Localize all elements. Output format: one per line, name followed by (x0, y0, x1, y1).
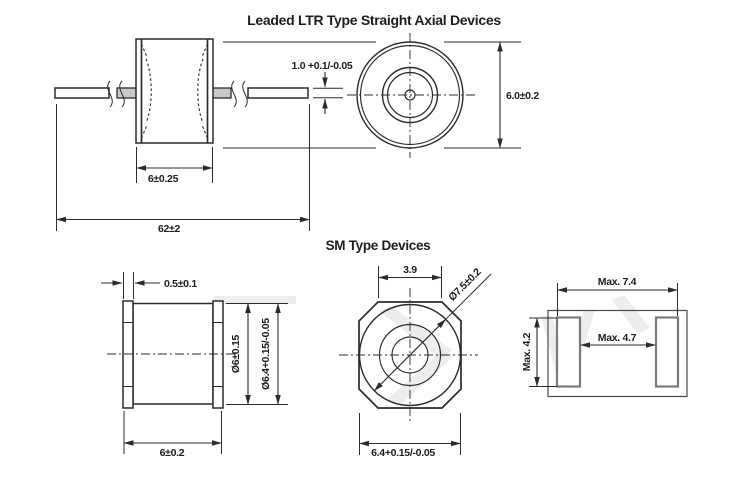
dim-label: 6.4+0.15/-0.05 (371, 447, 435, 459)
sm-footprint-view (547, 309, 688, 398)
dim-label: Max. 7.4 (598, 276, 637, 288)
dim-top-flat: 3.9 (378, 264, 442, 298)
lead-wire-left (54, 87, 110, 99)
leaded-front-view (223, 33, 521, 158)
dim-footprint-height: Max. 4.2 (521, 317, 557, 387)
hidden-tick-1 (140, 43, 148, 58)
hidden-tick-4 (201, 124, 209, 139)
dim-label: 1.0 +0.1/-0.05 (292, 60, 353, 72)
watermark (214, 295, 650, 407)
diagonal-dim-line (373, 318, 447, 392)
lead-stub-right (211, 87, 232, 99)
dim-label: Max. 4.7 (598, 332, 637, 344)
sm-section: SM Type Devices 0.5±0.1 6±0.2 (101, 238, 688, 459)
dim-footprint-overall: Max. 7.4 (557, 276, 678, 316)
dim-label: 0.5±0.1 (164, 278, 197, 290)
dim-label: 62±2 (158, 223, 181, 235)
break-symbol-left-1 (107, 80, 113, 108)
dim-body-diameter: 6.0±0.2 (497, 41, 540, 149)
dim-label: Max. 4.2 (521, 332, 533, 371)
pad-left (555, 316, 582, 388)
break-symbol-right-1 (231, 80, 237, 108)
watermark-band-3 (387, 350, 452, 407)
dim-footprint-gap: Max. 4.7 (580, 332, 656, 348)
leader-line (445, 273, 492, 320)
hidden-arc-left (145, 58, 152, 124)
pad-right (654, 316, 680, 388)
hidden-tick-2 (140, 124, 148, 139)
break-symbol-left-2 (119, 80, 125, 108)
dim-overall-length: 62±2 (56, 104, 310, 235)
body-hidden-contours (140, 43, 209, 139)
dim-label-termination-diameter: Ø6.4+0.15/-0.05 (260, 318, 272, 390)
dim-label: 6±0.2 (160, 447, 185, 459)
hidden-arc-right (197, 58, 204, 124)
leaded-section-title: Leaded LTR Type Straight Axial Devices (247, 12, 501, 28)
dim-label: 6±0.25 (148, 173, 179, 185)
sm-front-view (339, 288, 478, 421)
sm-side-view (107, 300, 238, 409)
leaded-ltr-section: Leaded LTR Type Straight Axial Devices (54, 12, 540, 235)
lead-wire-right (247, 87, 309, 99)
sm-section-title: SM Type Devices (326, 238, 431, 253)
dim-lead-diameter: 1.0 +0.1/-0.05 (292, 60, 353, 114)
dim-sm-body-length: 6±0.2 (123, 411, 222, 459)
dim-label-body-diameter: Ø6±0.15 (230, 334, 242, 373)
dim-sm-diameters: Ø6±0.15 Ø6.4+0.15/-0.05 (226, 303, 288, 405)
dim-termination-width: 0.5±0.1 (101, 272, 198, 299)
sm-termination-right (212, 300, 224, 409)
watermark-band-6 (612, 295, 650, 334)
hidden-tick-3 (201, 43, 209, 58)
octagon-outline (358, 301, 462, 409)
dim-body-length: 6±0.25 (136, 147, 213, 185)
watermark-band-1 (214, 296, 296, 304)
footprint-outline (547, 309, 688, 398)
dim-label: 3.9 (403, 264, 417, 276)
dim-label: Ø7.5±0.2 (446, 266, 484, 304)
sm-termination-left (122, 300, 134, 409)
leaded-side-view (54, 38, 309, 144)
dim-label: 6.0±0.2 (506, 90, 539, 102)
break-symbol-right-2 (242, 80, 248, 108)
device-body (135, 38, 214, 144)
dim-across-flats: 6.4+0.15/-0.05 (359, 413, 461, 459)
